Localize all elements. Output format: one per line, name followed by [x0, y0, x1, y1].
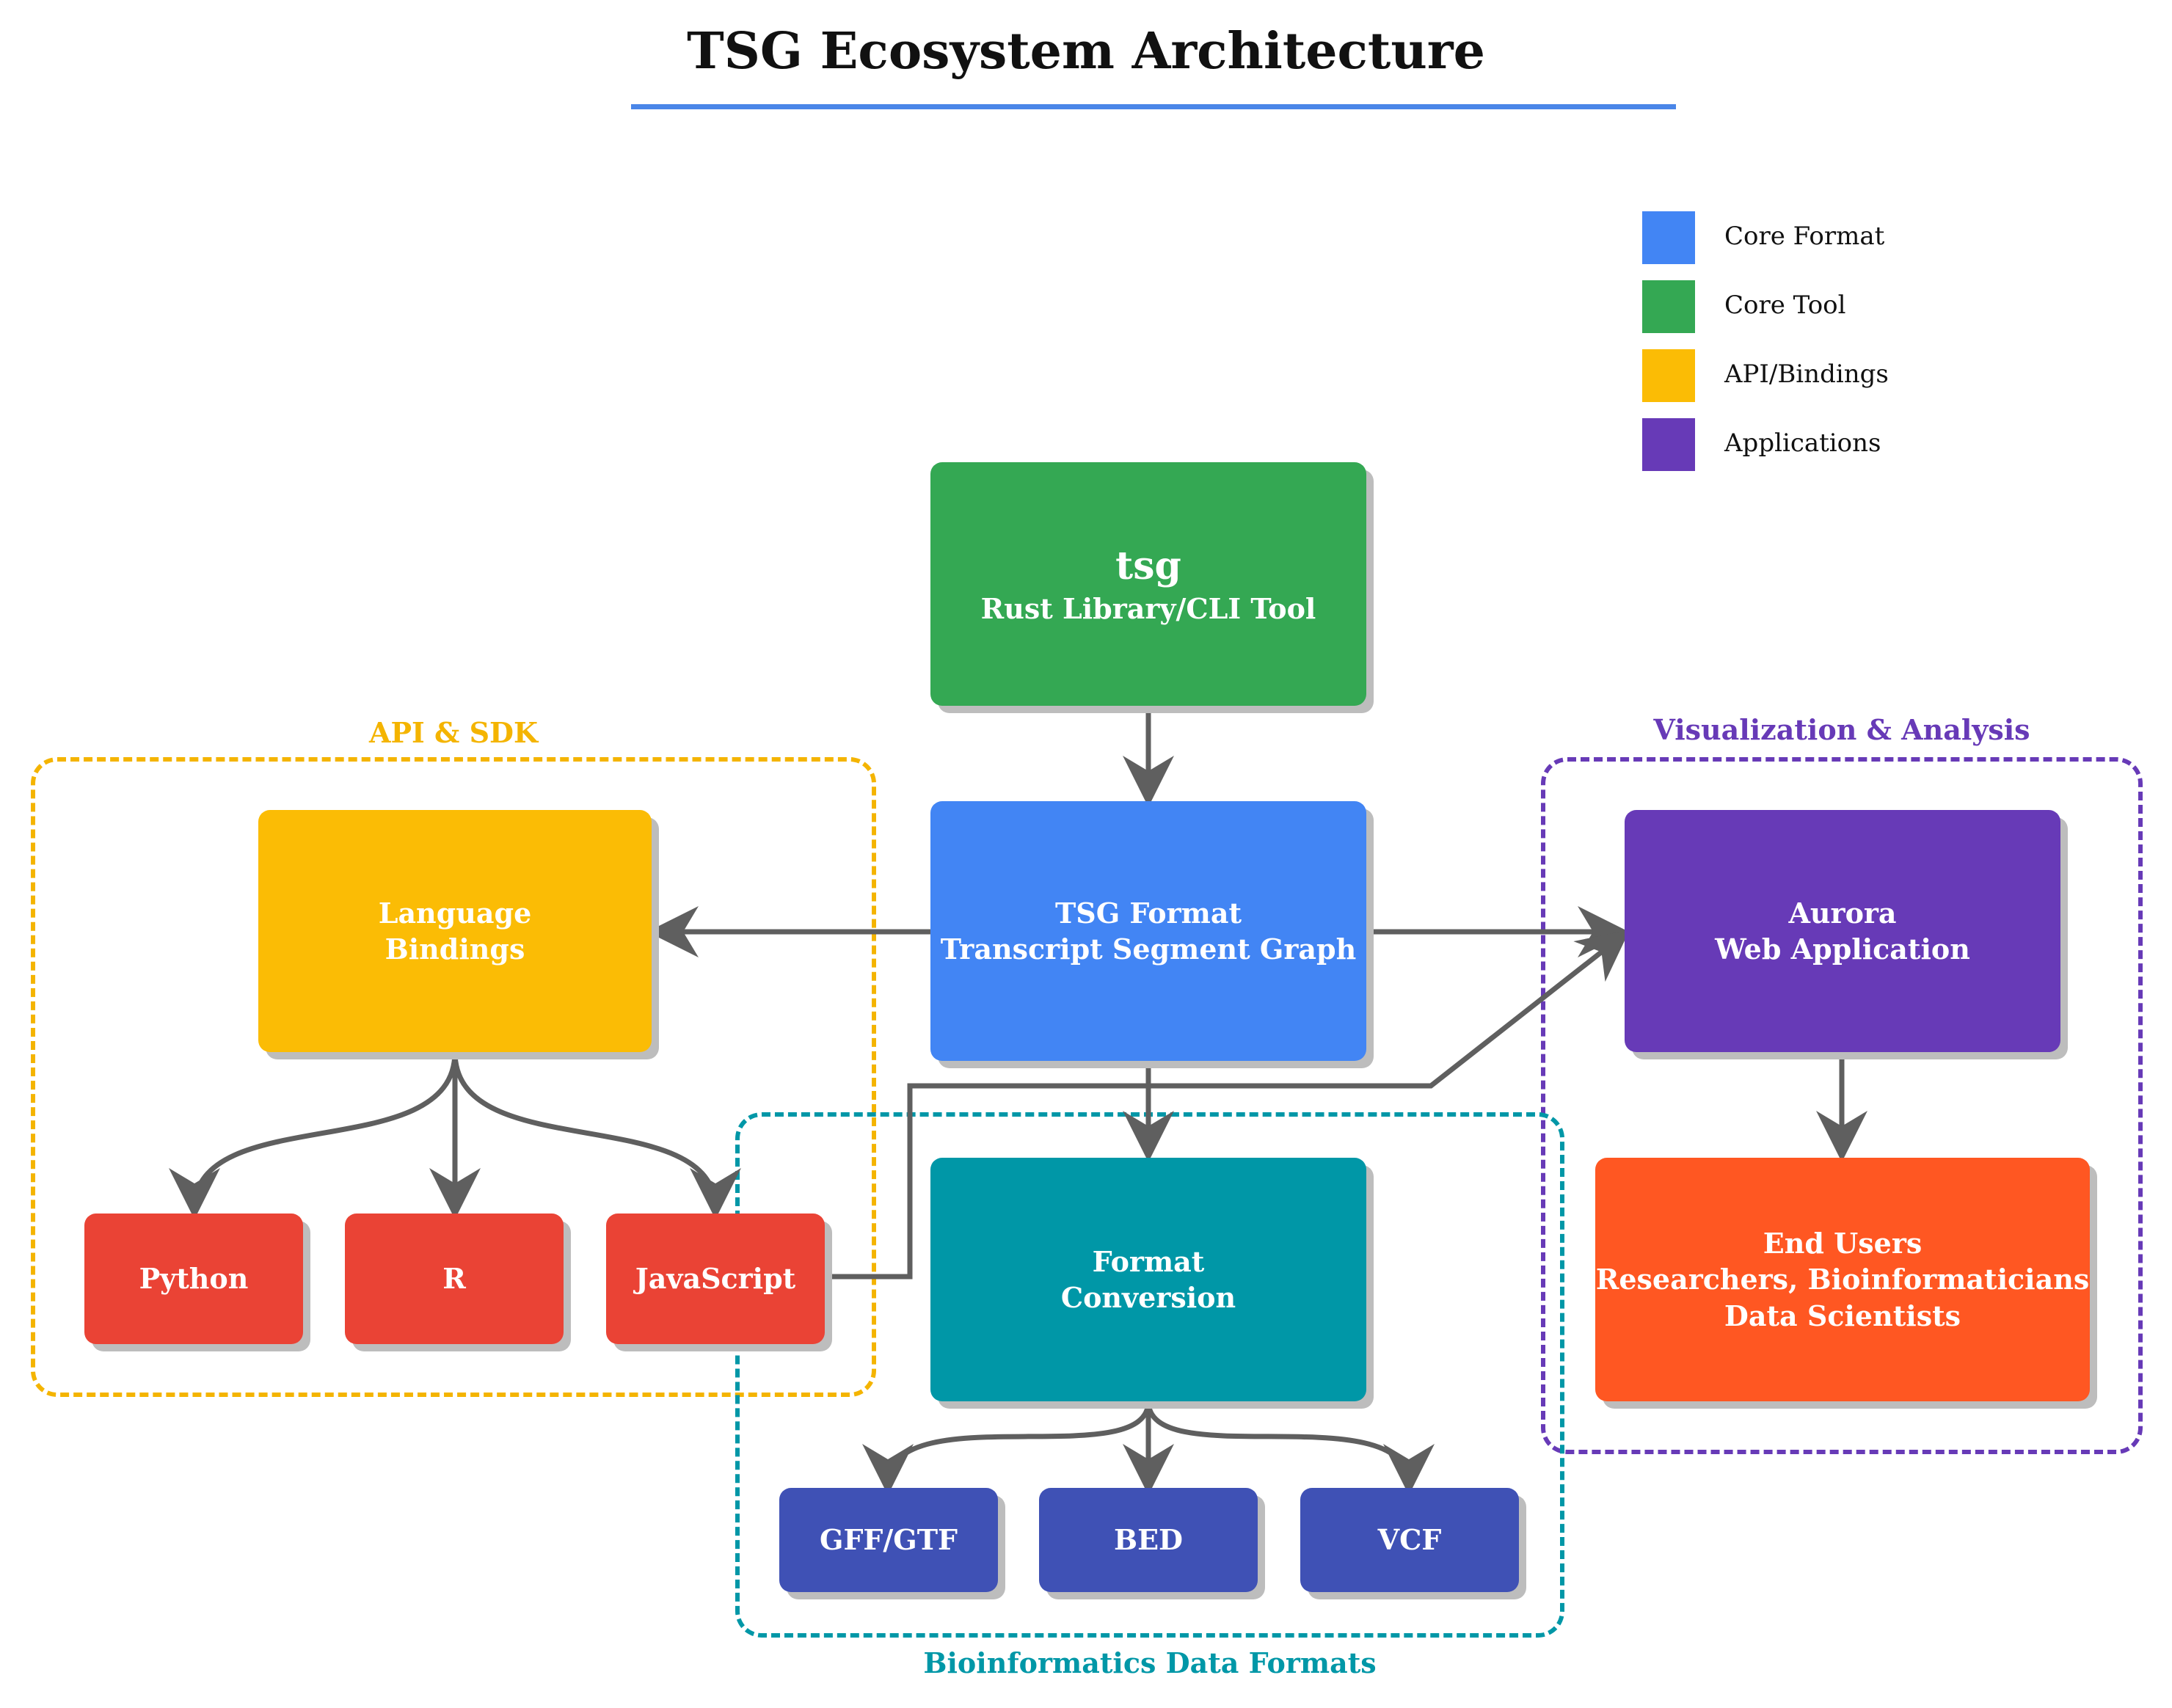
node-aurora-title: Aurora — [1788, 896, 1897, 930]
node-python: Python — [84, 1214, 303, 1344]
node-conversion-line1: Format — [1092, 1244, 1205, 1278]
node-aurora-subtitle: Web Application — [1715, 933, 1970, 966]
node-bindings-line2: Bindings — [385, 933, 525, 966]
node-format-subtitle: Transcript Segment Graph — [940, 933, 1357, 966]
node-conversion-line2: Conversion — [1060, 1281, 1236, 1314]
node-tsg-subtitle: Rust Library/CLI Tool — [980, 592, 1316, 626]
node-end-users: End Users Researchers, Bioinformaticians… — [1595, 1158, 2090, 1401]
legend-swatch-api-bindings — [1642, 349, 1695, 402]
group-label-api-sdk: API & SDK — [368, 716, 539, 749]
group-label-bioinformatics-formats: Bioinformatics Data Formats — [923, 1646, 1377, 1679]
node-javascript-label: JavaScript — [635, 1262, 796, 1296]
group-visualization-analysis — [1541, 757, 2143, 1454]
node-format-conversion: Format Conversion — [930, 1158, 1366, 1401]
legend-swatch-core-format — [1642, 211, 1695, 264]
node-users-title: End Users — [1763, 1226, 1923, 1260]
node-bindings-line1: Language — [378, 896, 532, 930]
arrow-conversion-to-vcf — [1145, 1401, 1435, 1495]
node-gff-label: GFF/GTF — [820, 1523, 958, 1557]
node-aurora-web-application: Aurora Web Application — [1625, 810, 2060, 1052]
node-gff-gtf: GFF/GTF — [779, 1488, 998, 1592]
node-bed: BED — [1039, 1488, 1258, 1592]
node-format-title: TSG Format — [1054, 896, 1242, 930]
legend-swatch-applications — [1642, 418, 1695, 471]
node-tsg-format: TSG Format Transcript Segment Graph — [930, 801, 1366, 1061]
node-bed-label: BED — [1113, 1523, 1184, 1557]
arrow-conversion-to-gff — [862, 1401, 1151, 1495]
arrow-javascript-to-aurora — [826, 930, 1630, 1280]
page-title: TSG Ecosystem Architecture — [687, 22, 1485, 81]
arrow-bindings-to-javascript — [452, 1051, 741, 1219]
legend-label-api-bindings: API/Bindings — [1724, 360, 1889, 389]
node-users-line3: Data Scientists — [1724, 1299, 1961, 1332]
node-users-line2: Researchers, Bioinformaticians — [1595, 1263, 2090, 1296]
legend-swatch-core-tool — [1642, 280, 1695, 333]
node-r: R — [345, 1214, 564, 1344]
arrow-bindings-to-python — [169, 1051, 458, 1219]
node-vcf-label: VCF — [1377, 1523, 1442, 1557]
group-api-sdk — [31, 757, 876, 1397]
node-tsg-title: tsg — [1115, 543, 1181, 588]
legend-label-applications: Applications — [1724, 428, 1881, 458]
node-python-label: Python — [139, 1262, 249, 1296]
node-javascript: JavaScript — [606, 1214, 825, 1344]
legend-label-core-tool: Core Tool — [1724, 291, 1846, 320]
title-underline — [631, 104, 1676, 109]
legend-label-core-format: Core Format — [1724, 222, 1885, 251]
node-vcf: VCF — [1300, 1488, 1519, 1592]
node-tsg-rust-library: tsg Rust Library/CLI Tool — [930, 462, 1366, 706]
node-r-label: R — [442, 1262, 466, 1296]
node-language-bindings: Language Bindings — [258, 810, 652, 1052]
group-label-visualization-analysis: Visualization & Analysis — [1653, 713, 2030, 746]
